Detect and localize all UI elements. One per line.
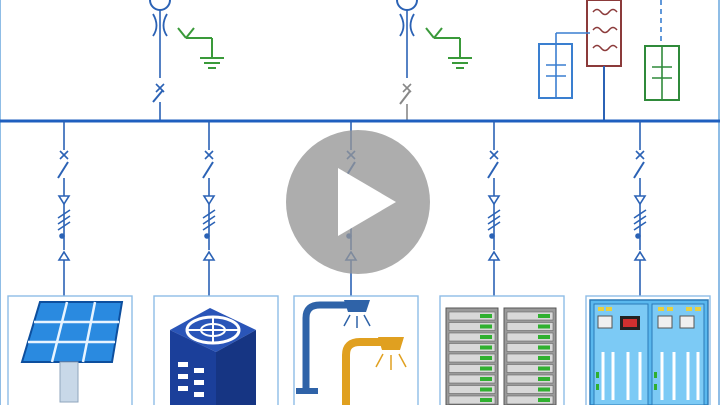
feeder-load-hvac [202, 121, 216, 296]
street-lamp-icon [296, 300, 407, 405]
play-icon [338, 168, 396, 236]
play-button[interactable] [286, 130, 430, 274]
feeder-load-control [633, 121, 647, 296]
load-frames [7, 295, 711, 405]
solar-panel-icon [20, 301, 124, 403]
hvac-unit-icon [170, 308, 256, 405]
control-panel-icon [589, 299, 709, 405]
ground-symbol-icon [425, 27, 472, 69]
incomer-feeder-2 [396, 0, 472, 121]
incomer-feeder-1 [149, 0, 224, 121]
server-rack-1 [445, 307, 499, 405]
server-rack-2 [503, 307, 557, 405]
ground-symbol-icon [177, 27, 224, 69]
feeder-load-datacenter [487, 121, 501, 296]
coupler-breaker-boxes [538, 0, 680, 121]
server-rack-icon [445, 307, 557, 405]
feeder-load-solar [57, 121, 71, 296]
